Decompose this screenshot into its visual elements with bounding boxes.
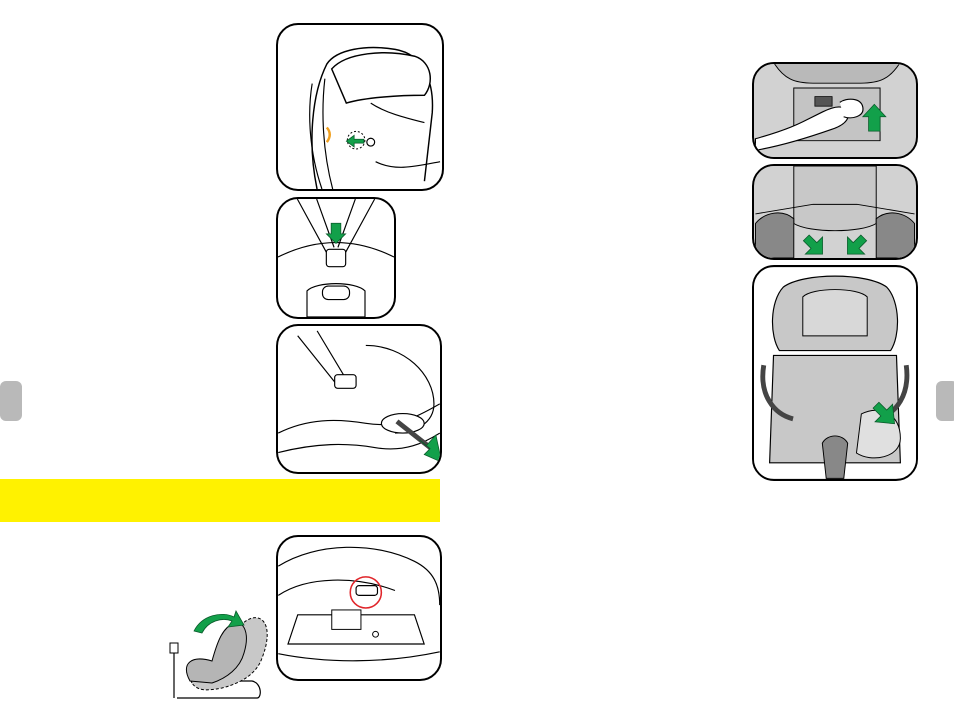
strap-pull-arrow-icon [419, 434, 440, 462]
isofix-base-illustration [278, 546, 440, 662]
figure-headrest-release [276, 23, 444, 191]
yellow-warning-banner [0, 479, 440, 522]
right-page-tab [936, 381, 954, 421]
headrest-release-illustration [309, 46, 441, 189]
headrest-arrow-icon [345, 134, 365, 148]
figure-strap-pull [276, 324, 442, 474]
strap-pull-illustration [278, 330, 440, 462]
buckle-release-illustration [278, 199, 394, 317]
double-arrow-icon [802, 234, 868, 255]
isofix-circle-icon [349, 576, 383, 609]
figure-recline-seat [162, 603, 274, 703]
left-page-tab [0, 381, 22, 421]
buckle-arrow-icon [325, 222, 347, 245]
figure-isofix-base-detail [276, 535, 442, 681]
recline-seat-illustration [169, 610, 268, 699]
figure-cover-removal [752, 265, 918, 481]
cover-removal-illustration [754, 267, 916, 479]
recline-curved-arrow-icon [193, 610, 245, 634]
figure-headrest-adjust-hand [752, 62, 918, 159]
figure-shoulder-pad-release [752, 164, 918, 260]
hand-push-icon [861, 103, 887, 132]
cover-peel-arrow-icon [872, 401, 895, 425]
shoulder-pad-illustration [754, 166, 916, 258]
figure-buckle-release [276, 197, 396, 319]
headrest-adjust-illustration [754, 64, 915, 157]
